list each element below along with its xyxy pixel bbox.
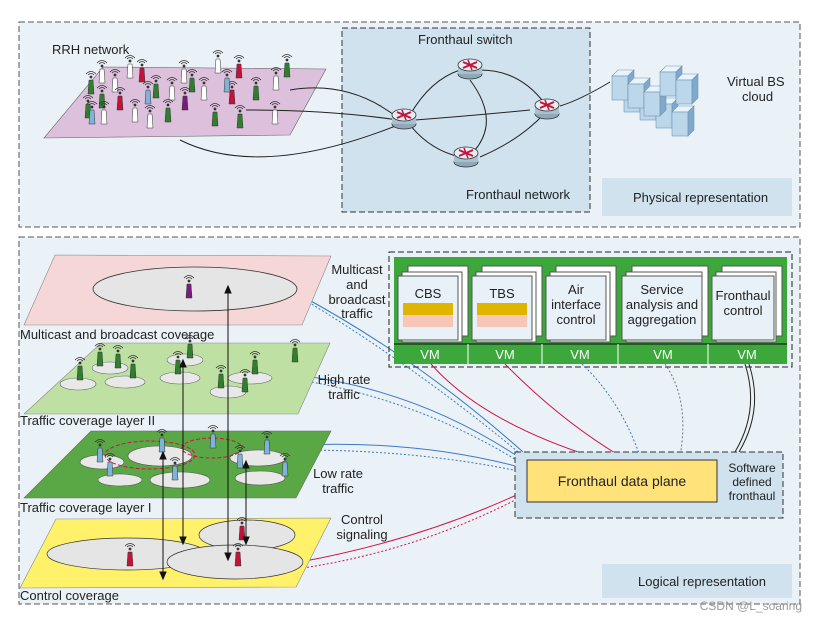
physical-representation-box — [602, 178, 792, 216]
association-arrows — [159, 284, 250, 581]
traffic-layer-1-label: Traffic coverage layer I — [20, 500, 152, 515]
sdf-label-line1: Software — [728, 461, 776, 475]
fronthaul-switch-panel — [341, 27, 591, 213]
sdf-label-line2: defined — [732, 475, 771, 489]
rrh-network-label: RRH network — [52, 42, 130, 57]
vm-block-label: Service — [640, 282, 683, 297]
router-icon — [534, 98, 560, 120]
vm-block-fronthaul-control: Fronthaul control — [711, 265, 783, 343]
control-signaling-label: signaling — [336, 527, 387, 542]
vm-block-label: Fronthaul — [716, 288, 771, 303]
vm-to-dataplane-links — [430, 363, 756, 457]
vm-block-label: analysis and — [626, 297, 698, 312]
vm-block-label: aggregation — [628, 312, 697, 327]
fronthaul-data-plane-box — [526, 459, 718, 503]
logical-representation-box — [602, 564, 792, 598]
multicast-traffic-label: Multicast — [331, 262, 383, 277]
sdf-label-line3: fronthaul — [729, 489, 776, 503]
virtual-bs-cloud-label-line2: cloud — [742, 89, 773, 104]
vm-block-tbs: TBS — [471, 265, 543, 343]
vm-label: VM — [495, 347, 515, 362]
vm-label: VM — [653, 347, 673, 362]
vm-block-label: Air — [568, 282, 585, 297]
fronthaul-switch-label: Fronthaul switch — [418, 32, 513, 47]
router-icon — [453, 146, 479, 168]
vm-label: VM — [420, 347, 440, 362]
vm-block-label: TBS — [489, 286, 515, 301]
low-rate-traffic-label: Low rate — [313, 466, 363, 481]
logical-representation-label: Logical representation — [638, 574, 766, 589]
coverage-ellipse — [92, 266, 298, 312]
router-icon — [457, 58, 483, 80]
vm-block-cbs: CBS — [397, 265, 469, 343]
control-coverage-label: Control coverage — [20, 588, 119, 603]
vm-block-label: interface — [551, 297, 601, 312]
vm-label: VM — [570, 347, 590, 362]
physical-links — [179, 69, 611, 158]
control-coverage-cells — [46, 519, 304, 580]
multicast-traffic-label: and — [346, 277, 368, 292]
vm-panel-frame — [388, 251, 793, 368]
vm-block-air-interface: Air interface control — [545, 265, 617, 343]
router-icon — [391, 108, 417, 130]
watermark: CSDN @L_soaring — [700, 599, 802, 613]
multicast-coverage-label: Multicast and broadcast coverage — [20, 327, 214, 342]
fronthaul-network-label: Fronthaul network — [466, 187, 571, 202]
multicast-traffic-label: traffic — [341, 306, 373, 321]
vm-block-service-analysis: Service analysis and aggregation — [621, 265, 709, 343]
vm-label: VM — [737, 347, 757, 362]
multicast-traffic-label: broadcast — [328, 292, 385, 307]
vm-block-label: CBS — [415, 286, 442, 301]
vm-block-label: control — [723, 303, 762, 318]
traffic-layer-2-label: Traffic coverage layer II — [20, 413, 155, 428]
vm-bar: VM VM VM VM VM — [394, 343, 787, 364]
vm-block-label: control — [556, 312, 595, 327]
physical-representation-label: Physical representation — [633, 190, 768, 205]
virtual-bs-cloud-label-line1: Virtual BS — [727, 74, 785, 89]
control-signaling-label: Control — [341, 512, 383, 527]
low-rate-traffic-label: traffic — [322, 481, 354, 496]
high-rate-traffic-label: High rate — [318, 372, 371, 387]
fronthaul-data-plane-label: Fronthaul data plane — [558, 473, 687, 489]
high-rate-traffic-label: traffic — [328, 387, 360, 402]
